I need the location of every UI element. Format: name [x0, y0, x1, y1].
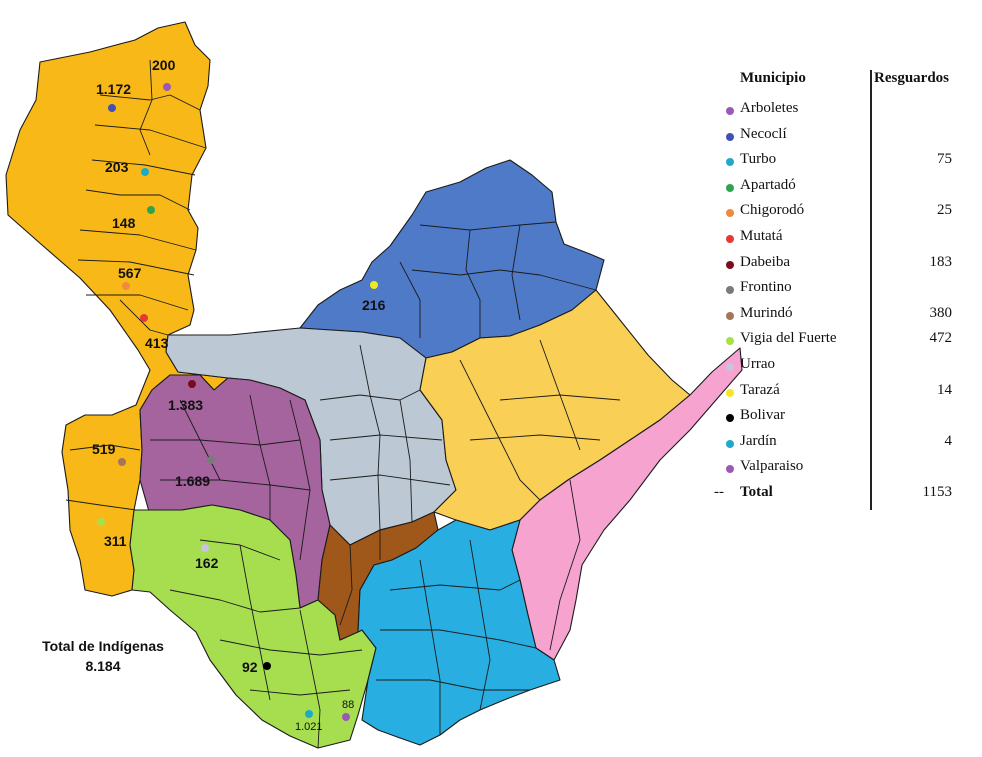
legend-municipio-name: Arboletes — [740, 100, 799, 116]
legend-municipio-name: Tarazá — [740, 381, 780, 398]
legend-dot-icon — [726, 183, 734, 192]
legend-municipio-name: Murindó — [740, 304, 793, 321]
dot-vigia — [97, 518, 105, 526]
legend-municipio-name: Necoclí — [740, 125, 787, 142]
legend-resguardos-value: 25 — [937, 202, 952, 219]
region-oriente — [357, 519, 561, 746]
legend-dot-icon — [726, 286, 734, 295]
legend-dot-icon — [726, 209, 734, 218]
label-vigia: 311 — [104, 533, 127, 549]
legend-dot-icon — [726, 363, 734, 371]
legend-dot-icon — [726, 158, 734, 167]
legend-resguardos-value: 75 — [937, 151, 952, 168]
dot-frontino — [207, 456, 215, 464]
legend-resguardos-value: 14 — [937, 381, 952, 398]
legend-municipio-name: Mutatá — [740, 228, 783, 244]
region-magdalena-medio — [511, 347, 743, 661]
legend-row: Dabeiba 183 — [700, 254, 970, 278]
legend-divider — [870, 70, 872, 510]
dot-apartado — [147, 206, 155, 214]
dot-chigorodo — [122, 282, 130, 290]
legend-dot-icon — [726, 414, 734, 423]
legend-resguardos-value: 380 — [929, 304, 953, 321]
dot-turbo — [141, 168, 149, 176]
legend-municipio-name: Chigorodó — [740, 202, 805, 219]
total-indigenas-title: Total de Indígenas — [42, 638, 164, 654]
dot-jardin — [305, 710, 313, 718]
legend-row: Necoclí — [700, 126, 970, 150]
legend-total-value: 1153 — [922, 484, 952, 500]
dot-bolivar — [263, 662, 271, 670]
total-indigenas: Total de Indígenas 8.184 — [18, 636, 188, 676]
dot-necocli — [108, 104, 116, 112]
legend-total-dash: -- — [714, 484, 724, 500]
label-arboletes: 200 — [152, 57, 176, 73]
legend-municipio-name: Bolivar — [740, 407, 785, 424]
label-dabeiba: 1.383 — [168, 397, 203, 413]
dot-arboletes — [163, 83, 171, 91]
label-murindo: 519 — [92, 441, 116, 457]
legend-total-label: Total — [740, 484, 773, 500]
dot-mutata — [140, 314, 148, 322]
legend-dot-icon — [726, 132, 734, 141]
legend-municipio-name: Vigia del Fuerte — [740, 330, 837, 347]
legend-dot-icon — [726, 235, 734, 243]
legend-municipio-name: Dabeiba — [740, 253, 790, 270]
legend-dot-icon — [726, 337, 734, 346]
legend-row: Jardín 4 — [700, 433, 970, 457]
legend-municipio-name: Frontino — [740, 279, 792, 296]
legend-header-resguardos: Resguardos — [874, 70, 950, 86]
legend-row: Bolivar — [700, 407, 970, 431]
legend-row: Turbo 75 — [700, 151, 970, 175]
legend-resguardos-value: 472 — [929, 330, 953, 347]
legend-dot-icon — [726, 465, 734, 474]
label-turbo: 203 — [105, 159, 129, 175]
label-frontino: 1.689 — [175, 473, 210, 489]
label-taraza: 216 — [362, 297, 386, 313]
legend-row: Valparaiso — [700, 458, 970, 482]
legend-row: Mutatá — [700, 228, 970, 252]
legend-municipio-name: Valparaiso — [740, 458, 804, 475]
legend-dot-icon — [726, 107, 734, 115]
legend-resguardos-value: 183 — [929, 253, 953, 270]
legend-header-municipio: Municipio — [740, 70, 806, 86]
dot-taraza — [370, 281, 378, 289]
label-mutata: 413 — [145, 335, 169, 351]
legend-row: Urrao — [700, 356, 970, 380]
legend-row: Murindó 380 — [700, 305, 970, 329]
label-jardin: 1.021 — [295, 721, 323, 733]
label-urrao: 162 — [195, 555, 219, 571]
legend-dot-icon — [726, 439, 734, 448]
legend-row: Apartadó — [700, 177, 970, 201]
label-necocli: 1.172 — [96, 81, 131, 97]
legend-dot-icon — [726, 388, 734, 397]
legend-row: Frontino — [700, 279, 970, 303]
legend-municipio-name: Apartadó — [740, 176, 796, 193]
legend-row: Arboletes — [700, 100, 970, 124]
label-valparaiso: 88 — [342, 699, 354, 711]
legend-total-row: -- Total 1153 — [700, 484, 970, 508]
legend-municipio-name: Urrao — [740, 356, 775, 372]
legend-resguardos-value: 4 — [944, 432, 953, 449]
total-indigenas-value: 8.184 — [85, 658, 121, 674]
label-apartado: 148 — [112, 215, 136, 231]
label-bolivar: 92 — [242, 659, 258, 675]
legend-municipio-name: Turbo — [740, 151, 777, 168]
legend-row: Chigorodó 25 — [700, 202, 970, 226]
dot-valparaiso — [342, 713, 350, 721]
legend-municipio-name: Jardín — [740, 432, 777, 449]
legend-dot-icon — [726, 311, 734, 320]
label-chigorodo: 567 — [118, 265, 142, 281]
dot-murindo — [118, 458, 126, 466]
dot-urrao — [201, 544, 209, 552]
legend-row: Vigia del Fuerte 472 — [700, 330, 970, 354]
dot-dabeiba — [188, 380, 196, 388]
legend-dot-icon — [726, 260, 734, 269]
legend-row: Tarazá 14 — [700, 382, 970, 406]
